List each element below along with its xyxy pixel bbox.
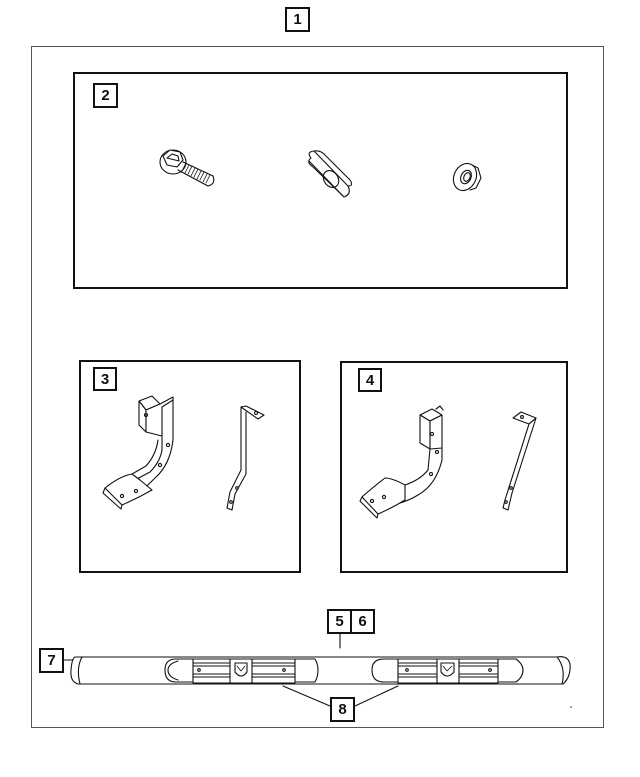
callout-kit: 1 [285, 7, 310, 32]
flange-nut-icon [452, 162, 482, 192]
ram-emblem-icon [234, 662, 248, 677]
callout-step-left: 5 [327, 609, 352, 634]
support-strap-left-icon [226, 405, 265, 511]
step-bar-icon [63, 633, 571, 707]
callout-hardware: 2 [93, 83, 118, 108]
callout-bracket-left: 3 [93, 367, 117, 391]
callout-step-pad: 8 [330, 697, 355, 722]
slotted-plate-icon [308, 150, 353, 198]
callout-bracket-right: 4 [358, 368, 382, 392]
callout-end-cap: 7 [39, 648, 64, 673]
kit-frame [31, 46, 604, 728]
bracket-group-left [79, 360, 301, 573]
callout-step-right: 6 [350, 609, 375, 634]
flange-bolt-icon [159, 149, 215, 187]
main-bracket-right-icon [359, 405, 444, 519]
hardware-group [73, 72, 568, 289]
bracket-group-right [340, 361, 568, 573]
main-bracket-left-icon [102, 395, 174, 510]
support-strap-right-icon [502, 411, 537, 511]
